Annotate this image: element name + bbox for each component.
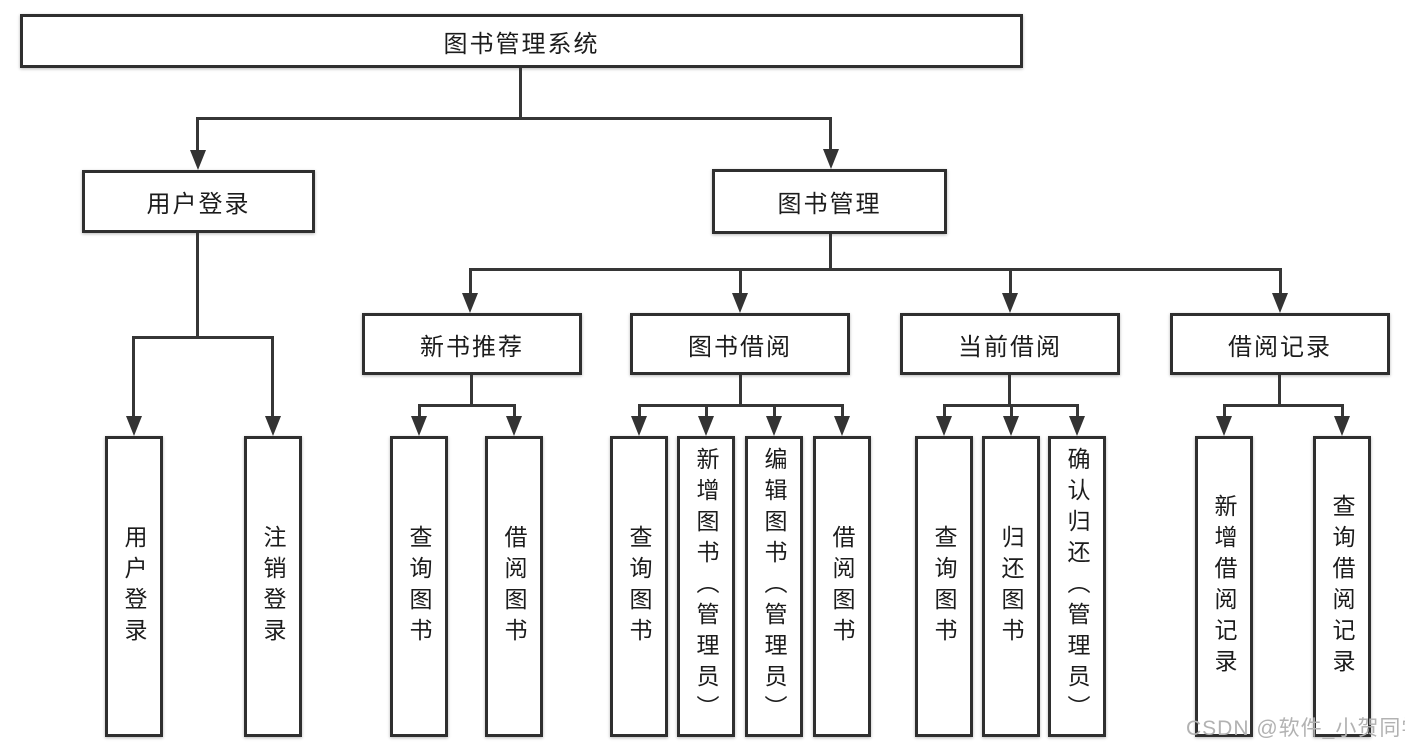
node-current-borrowing: 当前借阅 bbox=[900, 313, 1120, 375]
connector-line bbox=[1010, 404, 1013, 417]
leaf-label: 确认归还（管理员） bbox=[1064, 447, 1090, 726]
arrow-down-icon bbox=[732, 293, 748, 313]
leaf-label: 编辑图书（管理员） bbox=[761, 447, 787, 726]
connector-line bbox=[773, 404, 776, 417]
connector-line bbox=[638, 404, 641, 417]
node-label: 图书借阅 bbox=[688, 333, 792, 361]
leaf-label: 用户登录 bbox=[121, 524, 147, 649]
leaf-logout: 注销登录 bbox=[244, 436, 302, 737]
leaf-label: 借阅图书 bbox=[829, 524, 855, 649]
connector-line bbox=[519, 68, 522, 118]
connector-line bbox=[1279, 268, 1282, 294]
leaf-label: 新增图书（管理员） bbox=[693, 447, 719, 726]
connector-line bbox=[132, 336, 135, 417]
node-borrowing-records: 借阅记录 bbox=[1170, 313, 1390, 375]
connector-line bbox=[418, 404, 516, 407]
connector-line bbox=[739, 268, 742, 294]
leaf-confirm-return-admin: 确认归还（管理员） bbox=[1048, 436, 1106, 737]
leaf-add-borrow-record: 新增借阅记录 bbox=[1195, 436, 1253, 737]
node-book-borrowing: 图书借阅 bbox=[630, 313, 850, 375]
csdn-watermark: CSDN @软件_小贺同学 bbox=[1186, 717, 1405, 740]
leaf-add-books-admin: 新增图书（管理员） bbox=[677, 436, 735, 737]
connector-line bbox=[132, 336, 273, 339]
arrow-down-icon bbox=[834, 416, 850, 436]
connector-line bbox=[1008, 375, 1011, 405]
leaf-label: 查询图书 bbox=[406, 524, 432, 649]
leaf-edit-books-admin: 编辑图书（管理员） bbox=[745, 436, 803, 737]
leaf-query-books: 查询图书 bbox=[915, 436, 973, 737]
arrow-down-icon bbox=[506, 416, 522, 436]
arrow-down-icon bbox=[1003, 416, 1019, 436]
connector-line bbox=[513, 404, 516, 417]
connector-line bbox=[1009, 268, 1012, 294]
connector-line bbox=[196, 233, 199, 337]
arrow-down-icon bbox=[411, 416, 427, 436]
arrow-down-icon bbox=[1272, 293, 1288, 313]
connector-line bbox=[196, 117, 199, 153]
connector-line bbox=[829, 117, 832, 152]
connector-line bbox=[271, 336, 274, 417]
arrow-down-icon bbox=[190, 150, 206, 170]
connector-line bbox=[943, 404, 946, 417]
arrow-down-icon bbox=[936, 416, 952, 436]
connector-line bbox=[1223, 404, 1226, 417]
connector-line bbox=[638, 404, 844, 407]
leaf-label: 查询图书 bbox=[931, 524, 957, 649]
arrow-down-icon bbox=[698, 416, 714, 436]
arrow-down-icon bbox=[766, 416, 782, 436]
leaf-label: 新增借阅记录 bbox=[1211, 493, 1237, 680]
node-label: 图书管理 bbox=[777, 191, 882, 218]
connector-line bbox=[469, 268, 472, 294]
connector-line bbox=[1076, 404, 1079, 417]
connector-line bbox=[469, 268, 1282, 271]
leaf-label: 查询图书 bbox=[626, 524, 652, 649]
leaf-label: 归还图书 bbox=[998, 524, 1024, 649]
connector-line bbox=[1341, 404, 1344, 417]
arrow-down-icon bbox=[1216, 416, 1232, 436]
node-label: 用户登录 bbox=[146, 191, 251, 218]
leaf-label: 注销登录 bbox=[260, 524, 286, 649]
leaf-query-borrow-record: 查询借阅记录 bbox=[1313, 436, 1371, 737]
node-label: 新书推荐 bbox=[420, 333, 524, 361]
leaf-borrow-books: 借阅图书 bbox=[813, 436, 871, 737]
arrow-down-icon bbox=[1334, 416, 1350, 436]
arrow-down-icon bbox=[1069, 416, 1085, 436]
arrow-down-icon bbox=[631, 416, 647, 436]
leaf-borrow-books: 借阅图书 bbox=[485, 436, 543, 737]
leaf-query-books: 查询图书 bbox=[390, 436, 448, 737]
arrow-down-icon bbox=[462, 293, 478, 313]
connector-line bbox=[418, 404, 421, 417]
connector-line bbox=[841, 404, 844, 417]
leaf-label: 查询借阅记录 bbox=[1329, 493, 1355, 680]
leaf-query-books: 查询图书 bbox=[610, 436, 668, 737]
leaf-return-books: 归还图书 bbox=[982, 436, 1040, 737]
node-label: 借阅记录 bbox=[1228, 333, 1332, 361]
leaf-label: 借阅图书 bbox=[501, 524, 527, 649]
node-new-book-recommendation: 新书推荐 bbox=[362, 313, 582, 375]
connector-line bbox=[705, 404, 708, 417]
arrow-down-icon bbox=[126, 416, 142, 436]
node-book-management: 图书管理 bbox=[712, 169, 947, 234]
connector-line bbox=[739, 375, 742, 405]
node-label: 图书管理系统 bbox=[443, 30, 600, 58]
node-label: 当前借阅 bbox=[958, 333, 1062, 361]
connector-line bbox=[829, 234, 832, 269]
arrow-down-icon bbox=[1002, 293, 1018, 313]
connector-line bbox=[1278, 375, 1281, 405]
arrow-down-icon bbox=[823, 149, 839, 169]
node-library-management-system: 图书管理系统 bbox=[20, 14, 1023, 68]
connector-line bbox=[470, 375, 473, 405]
connector-line bbox=[196, 117, 832, 120]
leaf-user-login: 用户登录 bbox=[105, 436, 163, 737]
connector-line bbox=[1223, 404, 1344, 407]
node-user-login: 用户登录 bbox=[82, 170, 315, 233]
arrow-down-icon bbox=[265, 416, 281, 436]
